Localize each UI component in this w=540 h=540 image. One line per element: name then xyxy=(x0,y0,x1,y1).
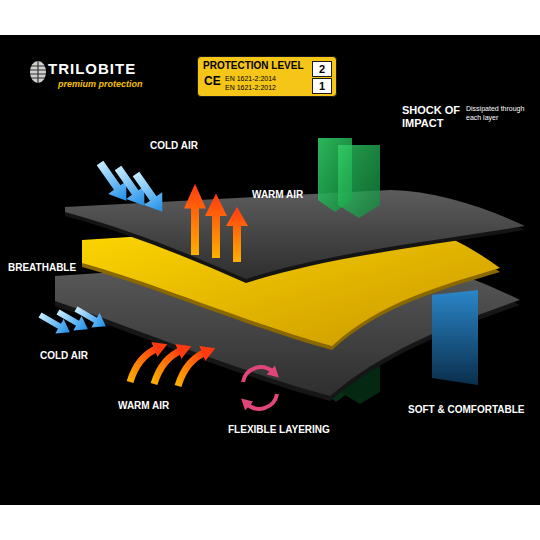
level-number: 2 xyxy=(319,63,325,75)
brand-name: TRILOBITE xyxy=(48,60,136,77)
trilobite-icon xyxy=(30,61,46,83)
air-label: WARM AIR xyxy=(252,189,303,201)
layer-label: BREATHABLE xyxy=(8,262,76,274)
soft-panel xyxy=(432,290,478,385)
flexible-circle-arrows xyxy=(243,367,277,409)
level-number: 1 xyxy=(319,80,325,92)
standard-code: EN 1621-2:2014 xyxy=(225,75,276,83)
level-cell: 1 xyxy=(312,78,332,94)
cold-air-arrows-bottom xyxy=(36,302,110,340)
feature-label: FLEXIBLE LAYERING xyxy=(228,424,330,436)
warm-air-arrows-bottom xyxy=(130,348,206,386)
standard-code: EN 1621-2:2012 xyxy=(225,84,276,92)
warm-air-arrows-top xyxy=(184,184,248,262)
brand-tagline: premium protection xyxy=(58,79,143,89)
top-layer xyxy=(65,190,525,283)
badge-heading: PROTECTION LEVEL xyxy=(203,60,304,71)
impact-panels xyxy=(318,138,380,218)
black-ground xyxy=(0,35,540,505)
impact-label: SHOCK OF IMPACT xyxy=(402,104,464,129)
air-label: WARM AIR xyxy=(118,400,169,412)
protection-badge: PROTECTION LEVEL CE EN 1621-2:2014EN 1621-… xyxy=(197,56,337,97)
level-cell: 2 xyxy=(312,61,332,77)
air-label: COLD AIR xyxy=(40,350,88,362)
ce-mark: CE xyxy=(204,75,221,88)
impact-note: Dissipated through each layer xyxy=(466,104,534,122)
feature-label: SOFT & COMFORTABLE xyxy=(408,404,524,416)
air-label: COLD AIR xyxy=(150,140,198,152)
cold-air-arrows-top xyxy=(91,157,171,218)
